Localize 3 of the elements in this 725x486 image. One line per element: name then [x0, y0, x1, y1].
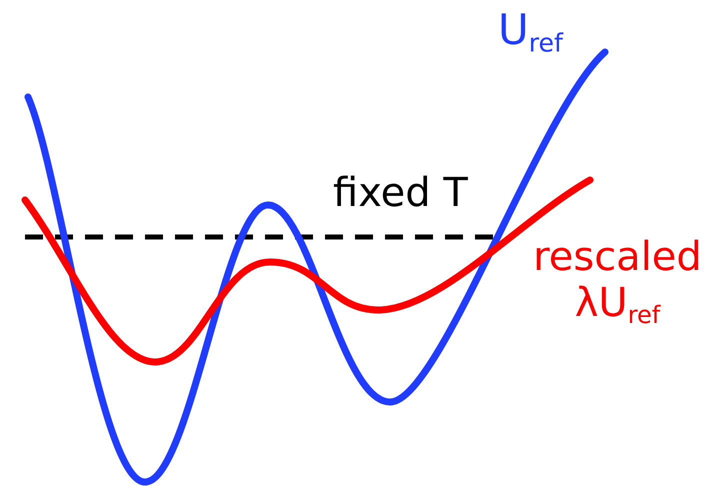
curve-label: rescaled λU$_{ref}$ — [532, 234, 703, 330]
threshold-label: fixed T — [333, 170, 469, 216]
curve-label: U$_{ref}$ — [498, 6, 564, 59]
